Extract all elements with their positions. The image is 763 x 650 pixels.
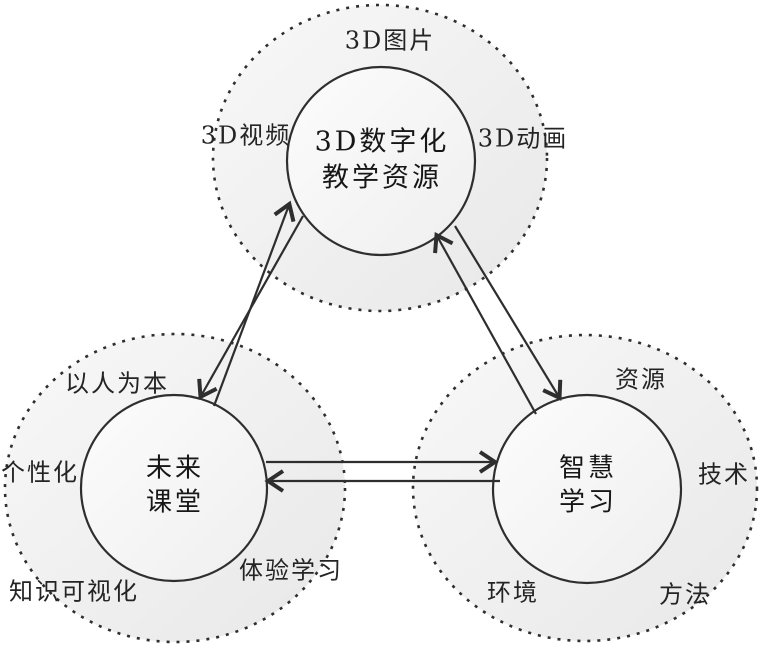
node-label-3d-resources: 3D数字化 教学资源 [315,124,450,195]
node-label-smart-learning-line1: 智慧 [558,453,618,484]
satellite-label-3d-pictures: 3D图片 [344,26,436,55]
satellite-label-technology: 技术 [698,460,750,489]
satellite-label-methods: 方法 [659,580,711,609]
node-label-3d-resources-line1: 3D数字化 [314,126,450,158]
satellite-label-experiential-learning: 体验学习 [239,556,343,585]
node-label-smart-learning-line2: 学习 [558,488,618,518]
satellite-label-3d-video: 3D视频 [200,121,292,150]
inner-circle-3d-resources [285,65,477,257]
node-label-future-classroom-line1: 未来 [145,453,205,484]
satellite-label-3d-animation: 3D动画 [477,124,569,153]
satellite-label-personalization: 个性化 [1,458,79,487]
satellite-label-resources: 资源 [615,365,667,394]
arrow-3d-resources-to-future-classroom [197,215,304,401]
arrow-3d-resources-to-smart-learning [454,225,563,401]
satellite-label-environment: 环境 [487,578,539,607]
node-label-3d-resources-line2: 教学资源 [321,162,442,193]
inner-circle-smart-learning [491,393,683,585]
node-label-future-classroom-line2: 课堂 [145,488,205,518]
satellite-label-knowledge-visualization: 知识可视化 [9,577,139,606]
node-label-future-classroom: 未来 课堂 [146,452,204,521]
node-label-smart-learning: 智慧 学习 [559,452,617,521]
arrow-smart-learning-to-3d-resources [433,231,537,415]
satellite-label-people-oriented: 以人为本 [65,369,169,398]
